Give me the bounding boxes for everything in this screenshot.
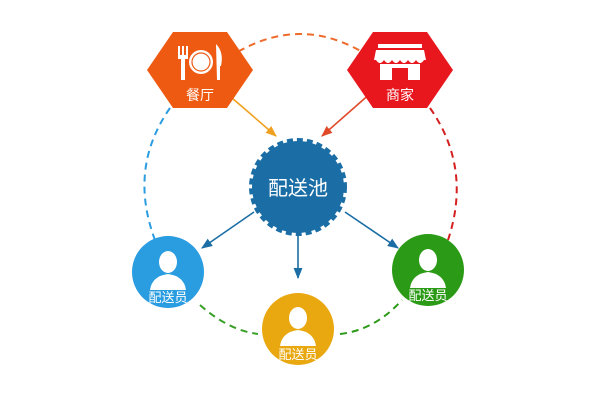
restaurant-label: 餐厅: [186, 88, 214, 104]
courier-node-left: 配送员: [132, 236, 204, 308]
ring-segment-bottom-left: [199, 304, 259, 335]
delivery-pool-label: 配送池: [268, 176, 328, 200]
restaurant-node: 餐厅: [147, 32, 253, 108]
person-icon: [150, 251, 186, 290]
merchant-label: 商家: [386, 87, 414, 104]
arrow-merchant-to-pool: [321, 91, 373, 137]
courier-label-left: 配送员: [148, 291, 187, 306]
storefront-icon: [374, 44, 426, 80]
arrow-pool-to-courier-right: [344, 211, 399, 249]
person-icon: [410, 249, 446, 288]
outer-ring: [143, 33, 458, 335]
ring-segment-right: [429, 107, 458, 241]
courier-label-right: 配送员: [408, 289, 447, 304]
arrow-pool-to-courier-left: [201, 211, 255, 249]
ring-segment-bottom-right: [339, 299, 403, 335]
arrow-restaurant-to-pool: [231, 97, 277, 137]
ring-segment-left: [143, 107, 171, 241]
ring-segment-top: [227, 33, 373, 59]
merchant-node: 商家: [347, 32, 453, 108]
person-icon: [280, 307, 316, 346]
courier-node-bottom: 配送员: [262, 293, 334, 365]
courier-label-bottom: 配送员: [278, 348, 317, 363]
fork-plate-knife-icon: [178, 44, 222, 80]
courier-node-right: 配送员: [392, 234, 464, 306]
delivery-pool-node: 配送池: [249, 138, 347, 236]
